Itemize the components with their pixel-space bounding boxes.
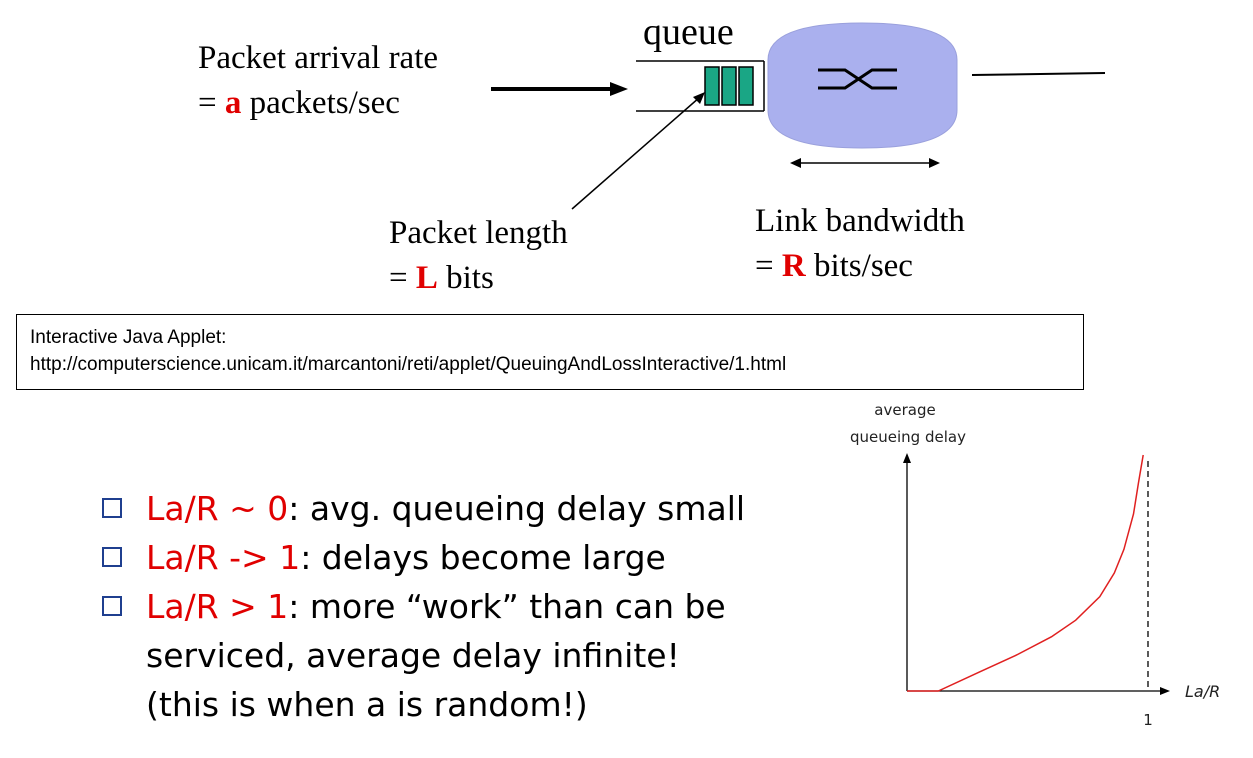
chart-xtick-label: 1 (1143, 711, 1153, 729)
applet-link[interactable]: http://computerscience.unicam.it/marcant… (30, 354, 787, 375)
packet-length-title: Packet length (389, 215, 568, 251)
chart-x-axis-arrowhead (1160, 687, 1170, 695)
applet-box: Interactive Java Applet: http://computer… (16, 314, 1084, 390)
chart-delay-curve (907, 454, 1144, 692)
router-icon (767, 22, 958, 149)
arrival-rate-label: Packet arrival rate = a packets/sec (198, 36, 438, 126)
length-pointer-arrowhead (693, 92, 705, 104)
outgoing-link (971, 72, 1106, 76)
bandwidth-arrowhead-right (929, 158, 940, 168)
chart-y-axis-arrowhead (903, 453, 911, 463)
queued-packet (721, 66, 737, 106)
length-pointer-line (571, 96, 701, 210)
bandwidth-arrowhead-left (790, 158, 801, 168)
bullet-item: La/R > 1: more “work” than can be servic… (102, 582, 745, 729)
chart-ylabel-line2: queueing delay (850, 428, 966, 446)
bullet-box-icon (102, 596, 122, 616)
packet-length-label: Packet length = L bits (389, 211, 568, 301)
router-diagram (491, 22, 1106, 210)
link-bandwidth-label: Link bandwidth = R bits/sec (755, 199, 965, 289)
link-bandwidth-title: Link bandwidth (755, 203, 965, 239)
applet-title: Interactive Java Applet: (30, 327, 227, 348)
chart-ylabel-line1: average (874, 401, 935, 419)
bullet-item: La/R -> 1: delays become large (102, 533, 745, 582)
bullet-box-icon (102, 498, 122, 518)
queueing-delay-chart: average queueing delay La/R 1 (850, 401, 1220, 729)
bullet-continuation: serviced, average delay infinite! (146, 636, 680, 675)
arrival-arrowhead (610, 82, 628, 96)
queued-packet (704, 66, 720, 106)
bullet-item: La/R ~ 0: avg. queueing delay small (102, 484, 745, 533)
link-bandwidth-value: = R bits/sec (755, 248, 913, 284)
switch-icon (818, 68, 897, 90)
queue-label: queue (643, 11, 734, 53)
queued-packet (738, 66, 754, 106)
chart-xlabel: La/R (1185, 682, 1220, 701)
packet-length-value: = L bits (389, 260, 494, 296)
bullet-list: La/R ~ 0: avg. queueing delay small La/R… (102, 484, 745, 729)
arrival-rate-value: = a packets/sec (198, 85, 400, 121)
bullet-box-icon (102, 547, 122, 567)
arrival-rate-title: Packet arrival rate (198, 40, 439, 76)
random-note: (this is when a is random!) (146, 685, 588, 724)
